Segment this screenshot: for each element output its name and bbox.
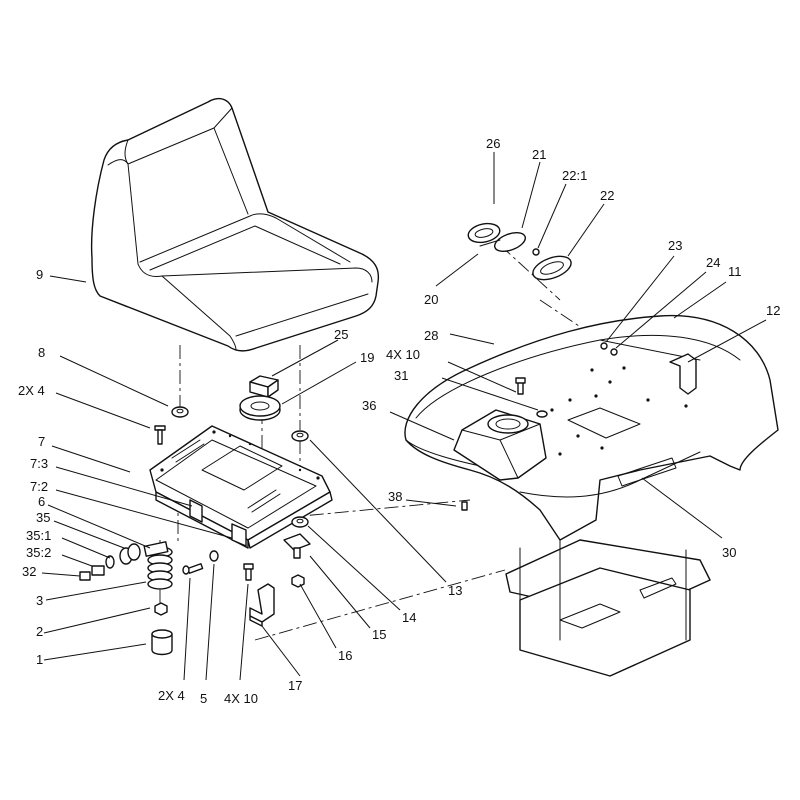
seat: [90, 97, 380, 352]
nut-part-16: [291, 574, 305, 588]
part-19-grommet: [239, 395, 281, 421]
callout-labels: 9 8 2X 4 7 7:3 7:2 6 35 35:1 35:2 32 3 2…: [18, 136, 780, 706]
bolt-4x10-bottom: [243, 563, 254, 581]
callout-36: 36: [362, 398, 376, 413]
frame-mount: [505, 539, 711, 677]
callout-15: 15: [372, 627, 386, 642]
connector-part-32: [79, 571, 91, 581]
callout-13: 13: [448, 583, 462, 598]
bracket-part-12: [669, 353, 697, 395]
key-part-35-2: [91, 565, 105, 576]
callout-38: 38: [388, 489, 402, 504]
callout-21: 21: [532, 147, 546, 162]
washer-part-13: [291, 430, 309, 442]
washer-part-8: [171, 406, 189, 418]
callout-35-2: 35:2: [26, 545, 51, 560]
callout-35-1: 35:1: [26, 528, 51, 543]
lens-part-26: [467, 222, 501, 244]
callout-30: 30: [722, 545, 736, 560]
callout-6: 6: [38, 494, 45, 509]
washer-part-14: [291, 516, 309, 528]
nut-part-31: [536, 410, 548, 418]
bulb-part-22-1: [532, 248, 540, 256]
callout-7-2: 7:2: [30, 479, 48, 494]
callout-24: 24: [706, 255, 720, 270]
key-part-35-1: [105, 555, 115, 569]
callout-11: 11: [728, 264, 742, 279]
screw-part-38: [461, 501, 468, 511]
bolt-4x10-top: [515, 377, 526, 395]
fender-body: [404, 314, 779, 541]
callout-2x4-bottom: 2X 4: [158, 688, 185, 703]
callout-1: 1: [36, 652, 43, 667]
screw-part-24: [610, 348, 618, 356]
console-part-36: [453, 409, 547, 481]
callout-4x10-top: 4X 10: [386, 347, 420, 362]
callout-3: 3: [36, 593, 43, 608]
leader-lines: [41, 152, 767, 681]
switch-part-35: [119, 543, 141, 565]
callout-7-3: 7:3: [30, 456, 48, 471]
bracket-part-17: [249, 583, 275, 627]
callout-16: 16: [338, 648, 352, 663]
callout-26: 26: [486, 136, 500, 151]
callout-12: 12: [766, 303, 780, 318]
washer-part-5: [209, 550, 219, 562]
bolt-2x4-bottom: [182, 563, 204, 575]
callout-7: 7: [38, 434, 45, 449]
callout-8: 8: [38, 345, 45, 360]
callout-2x4-left: 2X 4: [18, 383, 45, 398]
callout-9: 9: [36, 267, 43, 282]
callout-20: 20: [424, 292, 438, 307]
callout-31: 31: [394, 368, 408, 383]
callout-23: 23: [668, 238, 682, 253]
callout-2: 2: [36, 624, 43, 639]
callout-25: 25: [334, 327, 348, 342]
callout-35: 35: [36, 510, 50, 525]
callout-17: 17: [288, 678, 302, 693]
bolt-2x4-left: [154, 425, 166, 445]
part-25-pad: [249, 375, 279, 398]
lamp-part-22: [532, 255, 572, 281]
nut-part-2: [154, 602, 168, 616]
seat-pan: [149, 425, 333, 549]
rod-part-6: [143, 541, 169, 557]
callout-22: 22: [600, 188, 614, 203]
gasket-part-21: [494, 232, 526, 252]
callout-14: 14: [402, 610, 416, 625]
bumper-part-1: [151, 629, 173, 656]
callout-19: 19: [360, 350, 374, 365]
stud-part-20: [479, 239, 501, 247]
callout-28: 28: [424, 328, 438, 343]
callout-4x10-bottom: 4X 10: [224, 691, 258, 706]
callout-5: 5: [200, 691, 207, 706]
knob-part-15: [283, 533, 311, 559]
callout-32: 32: [22, 564, 36, 579]
callout-22-1: 22:1: [562, 168, 587, 183]
screw-part-23: [600, 342, 608, 350]
